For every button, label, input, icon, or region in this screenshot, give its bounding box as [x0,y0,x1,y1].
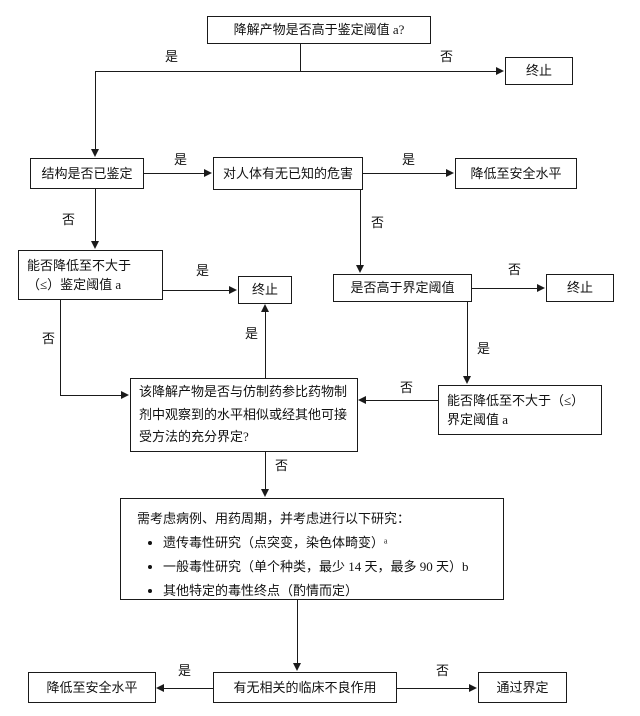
edge-label-no-harm-down: 否 [369,215,387,230]
study-item-general-toxicity: 一般毒性研究（单个种类，最少 14 天，最多 90 天）b [163,555,493,579]
arrowhead [496,67,504,75]
node-known-human-harm: 对人体有无已知的危害 [213,157,363,190]
node-top-question: 降解产物是否高于鉴定阈值 a? [207,16,431,44]
arrowhead [156,684,164,692]
edge-label-yes-qual-down: 是 [475,341,493,356]
connector-line [60,300,61,395]
edge-label-yes-similar-terminate: 是 [243,326,261,341]
arrowhead [356,265,364,273]
connector-line [397,688,469,689]
connector-line [164,688,213,689]
edge-label-yes-top-left: 是 [163,49,181,64]
edge-label-no-reducequal-similar: 否 [398,380,416,395]
arrowhead [229,286,237,294]
connector-line [95,71,96,149]
arrowhead [358,396,366,404]
node-reduce-below-qualification-threshold: 能否降低至不大于（≤）界定阈值 a [438,385,602,435]
arrowhead [121,391,129,399]
node-terminate-right: 终止 [546,274,614,302]
connector-line [360,190,361,265]
connector-line [60,395,121,396]
node-pass-qualification: 通过界定 [478,672,567,703]
connector-line [472,288,537,289]
arrowhead [91,149,99,157]
arrowhead [537,284,545,292]
edge-label-yes-harm-safe: 是 [400,152,418,167]
connector-line [467,302,468,376]
node-structure-identified: 结构是否已鉴定 [30,158,144,189]
studies-list: 遗传毒性研究（点突变，染色体畸变）ᵃ 一般毒性研究（单个种类，最少 14 天，最… [137,531,493,603]
connector-line [363,173,446,174]
connector-line [300,44,301,71]
studies-title: 需考虑病例、用药周期，并考虑进行以下研究： [137,511,411,526]
arrowhead [293,663,301,671]
node-clinical-adverse-effects: 有无相关的临床不良作用 [213,672,397,703]
connector-line [163,290,229,291]
node-consider-studies: 需考虑病例、用药周期，并考虑进行以下研究： 遗传毒性研究（点突变，染色体畸变）ᵃ… [120,498,504,600]
edge-label-no-top-right: 否 [438,49,456,64]
connector-line [366,400,438,401]
arrowhead [446,169,454,177]
node-above-qualification-threshold: 是否高于界定阈值 [333,274,472,302]
arrowhead [463,376,471,384]
edge-label-no-structure-down: 否 [60,212,78,227]
connector-line [265,452,266,489]
node-reduce-to-safe-level-1: 降低至安全水平 [455,158,577,189]
edge-label-no-similar-down: 否 [273,458,291,473]
connector-line [95,71,496,72]
edge-label-yes-structure-harm: 是 [172,152,190,167]
edge-label-yes-clinical-safe: 是 [176,663,194,678]
arrowhead [469,684,477,692]
arrowhead [261,304,269,312]
edge-label-no-reduceid-down: 否 [40,331,58,346]
arrowhead [204,169,212,177]
node-reduce-below-identification-threshold: 能否降低至不大于（≤）鉴定阈值 a [18,250,163,300]
arrowhead [91,241,99,249]
edge-label-no-clinical-pass: 否 [434,663,452,678]
node-reduce-to-safe-level-2: 降低至安全水平 [28,672,156,703]
connector-line [297,600,298,663]
edge-label-no-qual-terminate: 否 [506,262,524,277]
connector-line [95,189,96,241]
edge-label-yes-reduceid-terminate: 是 [194,263,212,278]
node-terminate-top: 终止 [505,57,573,85]
arrowhead [261,489,269,497]
study-item-specific-endpoints: 其他特定的毒性终点（酌情而定） [163,579,493,603]
node-similar-to-reference-product: 该降解产物是否与仿制药参比药物制剂中观察到的水平相似或经其他可接受方法的充分界定… [130,378,358,452]
node-terminate-mid: 终止 [238,276,292,304]
connector-line [265,312,266,378]
study-item-genotoxicity: 遗传毒性研究（点突变，染色体畸变）ᵃ [163,531,493,555]
connector-line [144,173,204,174]
